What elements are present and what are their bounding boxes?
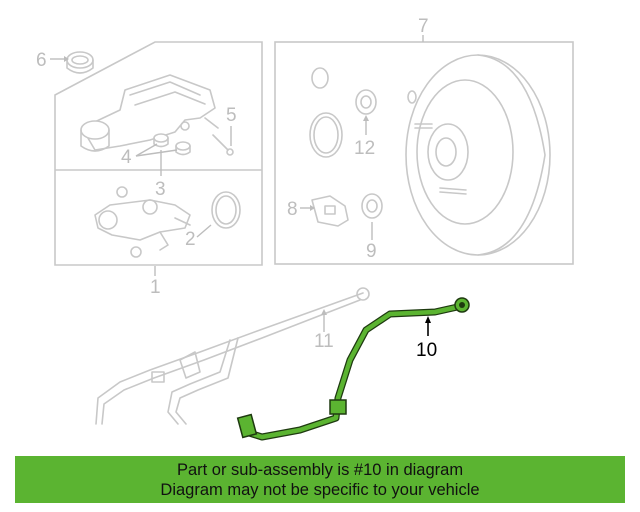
o-ring-part[interactable] — [309, 112, 343, 158]
leader-12-arrow — [363, 115, 369, 121]
grommet-9-part[interactable] — [361, 193, 383, 219]
brake-hose-10-part[interactable] — [236, 297, 470, 441]
callout-12[interactable]: 12 — [354, 138, 375, 159]
callout-4[interactable]: 4 — [121, 147, 132, 168]
callout-7[interactable]: 7 — [418, 16, 429, 37]
leader-11-arrow — [321, 309, 327, 315]
leader-2 — [196, 224, 212, 238]
plug-part[interactable] — [311, 67, 329, 89]
callout-6[interactable]: 6 — [36, 50, 47, 71]
callout-5[interactable]: 5 — [226, 105, 237, 126]
callout-2[interactable]: 2 — [185, 229, 196, 250]
banner-line-2: Diagram may not be specific to your vehi… — [160, 481, 480, 499]
grommet-12-part[interactable] — [355, 89, 377, 115]
leader-4a — [135, 143, 158, 157]
callout-1[interactable]: 1 — [150, 277, 161, 298]
leader-8-arrow — [310, 205, 315, 211]
leader-4b — [135, 149, 178, 157]
callout-8[interactable]: 8 — [287, 199, 298, 220]
master-cylinder-part[interactable] — [94, 186, 191, 258]
brake-booster-part[interactable] — [405, 54, 551, 256]
reservoir-cap-part[interactable] — [66, 51, 94, 74]
booster-frame — [274, 41, 574, 265]
callout-11[interactable]: 11 — [314, 331, 334, 352]
pin-part[interactable] — [212, 134, 234, 156]
banner-line-1: Part or sub-assembly is #10 in diagram — [176, 461, 464, 479]
callout-3[interactable]: 3 — [155, 179, 166, 200]
callout-9[interactable]: 9 — [366, 241, 377, 262]
callout-10[interactable]: 10 — [416, 340, 437, 361]
master-cylinder-frame — [54, 41, 263, 266]
info-banner: Part or sub-assembly is #10 in diagram D… — [15, 456, 625, 503]
leader-6-arrow — [64, 56, 69, 62]
seal-part[interactable] — [211, 191, 241, 229]
grommet-parts[interactable] — [153, 133, 191, 156]
leader-10-arrow — [425, 316, 431, 323]
brake-line-11-part[interactable] — [95, 287, 370, 425]
reservoir-part[interactable] — [80, 74, 219, 152]
sensor-part[interactable] — [311, 195, 349, 227]
